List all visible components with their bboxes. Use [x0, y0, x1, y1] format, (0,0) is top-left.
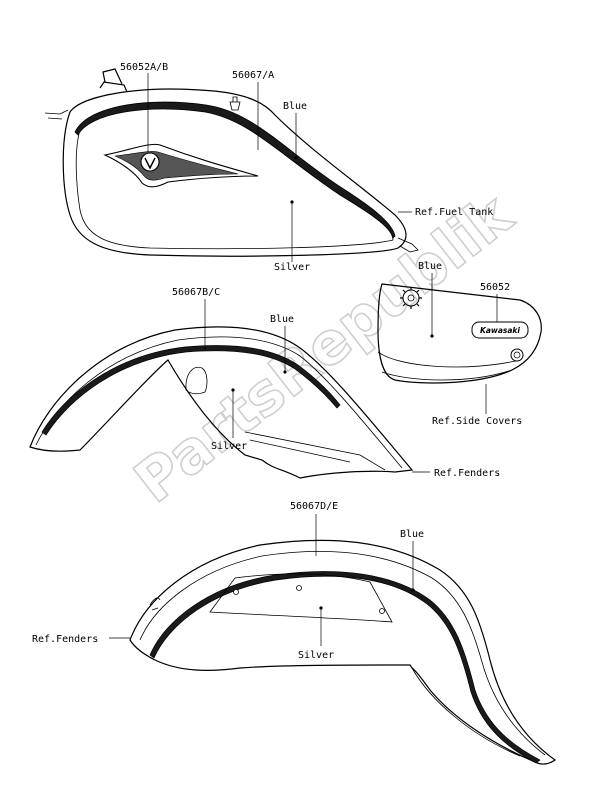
- rear-fender-ref-label: Ref.Fenders: [32, 634, 98, 645]
- rear-fender-lower-edge: [411, 667, 521, 757]
- fuel-tank-stripe: [74, 101, 396, 239]
- fuel-tank-leaders: [147, 73, 412, 262]
- front-fender-stripe: [41, 345, 341, 436]
- fuel-tank-body: [62, 88, 407, 257]
- side-cover-body: [377, 283, 542, 384]
- side-cover-color-blue: Blue: [418, 261, 442, 272]
- front-fender-inner-edge: [35, 336, 403, 469]
- front-fender-leaders: [204, 299, 430, 473]
- rear-fender-tail: [149, 597, 161, 611]
- front-fender: [29, 326, 414, 479]
- rear-fender-body: [129, 539, 557, 765]
- side-cover-rim: [377, 351, 521, 368]
- side-cover-ref-label: Ref.Side Covers: [432, 416, 522, 427]
- front-fender-ref-label: Ref.Fenders: [434, 468, 500, 479]
- fuel-tank-ref-label: Ref.Fuel Tank: [415, 207, 493, 218]
- side-cover-logo-text: Kawasaki: [480, 326, 520, 335]
- fuel-tank-part-number-stripe: 56067/A: [232, 70, 274, 81]
- tank-emblem: [103, 143, 259, 188]
- rear-fender: [129, 539, 557, 765]
- side-cover-logo: Kawasaki: [471, 321, 529, 339]
- side-cover-lower: [381, 369, 513, 381]
- front-fender-hollow: [185, 366, 208, 395]
- front-fender-color-blue: Blue: [270, 314, 294, 325]
- side-cover-leaders: [430, 273, 498, 414]
- side-cover-part-number: 56052: [480, 282, 510, 293]
- fuel-tank-mount: [397, 237, 419, 253]
- fuel-tank-breather: [44, 109, 69, 120]
- rear-fender-part-number: 56067D/E: [290, 501, 338, 512]
- rear-fender-panel: [209, 573, 393, 623]
- fuel-tank-part-number-emblem: 56052A/B: [120, 62, 168, 73]
- gear-icon: [400, 287, 422, 309]
- rear-fender-inner-edge: [139, 551, 546, 756]
- rear-fender-color-silver: Silver: [298, 650, 334, 661]
- rear-fender-color-blue: Blue: [400, 529, 424, 540]
- front-fender-part-number: 56067B/C: [172, 287, 220, 298]
- fuel-tank-vent: [229, 96, 241, 111]
- rear-fender-stripe: [149, 571, 541, 764]
- fuel-tank: [44, 68, 419, 257]
- fuel-tank-color-blue: Blue: [283, 101, 307, 112]
- fuel-tank-color-silver: Silver: [274, 262, 310, 273]
- front-fender-body: [29, 326, 414, 479]
- front-fender-color-silver: Silver: [211, 441, 247, 452]
- rear-fender-leaders: [109, 514, 415, 646]
- front-fender-bracket: [244, 431, 386, 471]
- side-cover: Kawasaki: [377, 283, 542, 384]
- fuel-tank-filler: [99, 68, 128, 93]
